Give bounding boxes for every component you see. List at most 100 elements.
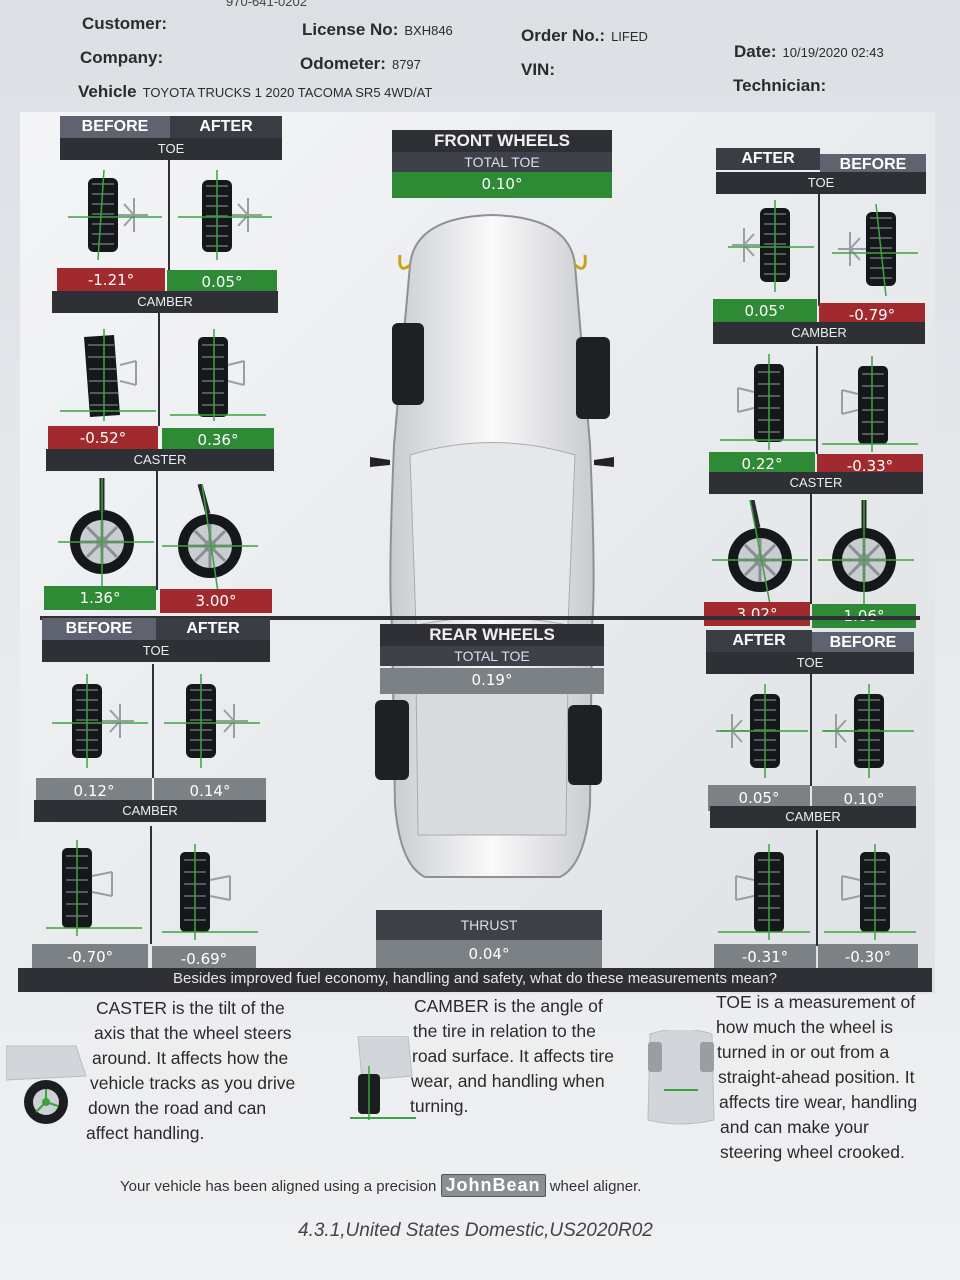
toe-line: turned in or out from a — [717, 1042, 890, 1062]
technician-label: Technician: — [733, 76, 827, 95]
divider — [150, 826, 152, 944]
camber-line: road surface. It affects tire — [412, 1046, 614, 1066]
tire-icon — [170, 329, 266, 421]
camber-diagram-icon — [350, 1036, 416, 1120]
caster-diagram-icon — [6, 1045, 87, 1124]
divider — [810, 674, 812, 786]
front-total-toe-value: 0.10° — [392, 172, 612, 198]
rear-wheels-title: REAR WHEELS — [380, 624, 604, 646]
vehicle-field: Vehicle TOYOTA TRUCKS 1 2020 TACOMA SR5 4… — [78, 82, 432, 102]
rear-total-toe-value: 0.19° — [380, 668, 604, 694]
tire-icon — [824, 844, 916, 940]
front-wheels-title: FRONT WHEELS — [392, 130, 612, 152]
front-left-camber-before: -0.52° — [48, 426, 158, 450]
front-left-caster-label: CASTER — [46, 449, 274, 471]
caster-line: CASTER is the tilt of the — [96, 998, 285, 1018]
thrust-value: 0.04° — [376, 940, 602, 968]
front-left-after-header: AFTER — [170, 116, 282, 138]
front-left-toe-label: TOE — [60, 138, 282, 160]
camber-line: wear, and handling when — [411, 1071, 605, 1091]
odometer-value: 8797 — [391, 57, 421, 72]
license-value: BXH846 — [404, 23, 453, 38]
front-right-toe-after: 0.05° — [713, 299, 817, 323]
camber-line: turning. — [410, 1096, 469, 1116]
company-label: Company: — [80, 48, 164, 67]
front-right-camber-label: CAMBER — [713, 322, 925, 344]
divider — [816, 346, 818, 454]
divider — [810, 494, 812, 604]
rear-left-toe-before: 0.12° — [36, 778, 152, 804]
tire-icon — [716, 684, 808, 778]
front-total-toe-label: TOTAL TOE — [392, 152, 612, 172]
divider — [168, 160, 170, 270]
toe-diagram-icon — [647, 1030, 715, 1125]
tire-icon — [720, 354, 816, 450]
front-left-caster-after: 3.00° — [160, 589, 272, 613]
front-right-before-header: BEFORE — [820, 154, 926, 176]
front-left-before-header: BEFORE — [60, 116, 170, 138]
front-right-caster-label: CASTER — [709, 472, 923, 494]
rear-right-before-header: BEFORE — [812, 632, 914, 654]
rear-left-camber-after: -0.69° — [152, 946, 256, 972]
divider — [816, 830, 818, 946]
caster-line: down the road and can — [88, 1098, 267, 1118]
tire-icon — [164, 674, 260, 768]
order-value: LIFED — [611, 29, 648, 44]
aligner-prefix: Your vehicle has been aligned using a pr… — [120, 1178, 437, 1195]
camber-line: the tire in relation to the — [413, 1021, 596, 1041]
caster-explanation: CASTER is the tilt of the axis that the … — [86, 996, 356, 1146]
software-version: 4.3.1,United States Domestic,US2020R02 — [298, 1220, 653, 1241]
front-right-toe-label: TOE — [716, 172, 926, 194]
date-field: Date: 10/19/2020 02:43 — [734, 42, 884, 62]
tire-icon — [728, 200, 814, 292]
shop-phone: 970-641-0202 — [226, 0, 307, 9]
rear-left-camber-before: -0.70° — [32, 944, 148, 970]
thrust-label: THRUST — [376, 910, 602, 940]
front-left-camber-after: 0.36° — [162, 428, 274, 452]
toe-line: straight-ahead position. It — [718, 1067, 915, 1087]
front-left-caster-before: 1.36° — [44, 586, 156, 610]
vehicle-value: TOYOTA TRUCKS 1 2020 TACOMA SR5 4WD/AT — [142, 85, 433, 100]
date-label: Date: — [734, 42, 777, 61]
wheel-rim-icon — [162, 484, 258, 592]
tire-icon — [46, 840, 142, 936]
aligner-suffix: wheel aligner. — [549, 1178, 642, 1195]
order-field: Order No.: LIFED — [521, 26, 648, 46]
caster-line: around. It affects how the — [92, 1048, 289, 1068]
tire-icon — [68, 170, 162, 260]
date-value: 10/19/2020 02:43 — [782, 45, 884, 60]
odometer-field: Odometer:8797 — [300, 54, 421, 74]
vehicle-top-view-icon — [370, 213, 614, 878]
tire-icon — [162, 844, 258, 940]
front-right-caster-after: 3.02° — [704, 602, 810, 626]
wheel-rim-icon — [58, 478, 154, 586]
license-label: License No: — [302, 20, 399, 39]
tire-icon — [718, 844, 810, 940]
tire-icon — [822, 684, 914, 778]
tire-icon — [52, 674, 148, 768]
front-left-toe-before: -1.21° — [57, 268, 165, 292]
toe-line: and can make your — [720, 1117, 869, 1137]
vin-label: VIN: — [521, 60, 555, 79]
vehicle-label: Vehicle — [78, 82, 137, 101]
divider — [158, 312, 160, 426]
rear-right-toe-label: TOE — [706, 652, 914, 674]
caster-line: vehicle tracks as you drive — [90, 1073, 296, 1093]
tire-icon — [178, 170, 272, 260]
rear-section-divider — [40, 616, 920, 620]
divider — [156, 470, 158, 590]
tire-icon — [832, 204, 918, 296]
toe-explanation: TOE is a measurement of how much the whe… — [714, 990, 944, 1165]
rear-left-after-header: AFTER — [156, 618, 270, 640]
camber-line: CAMBER is the angle of — [414, 996, 603, 1016]
divider — [818, 194, 820, 306]
order-label: Order No.: — [521, 26, 606, 45]
rear-right-after-header: AFTER — [706, 630, 812, 652]
rear-left-toe-label: TOE — [42, 640, 270, 662]
camber-explanation: CAMBER is the angle of the tire in relat… — [410, 994, 660, 1119]
toe-line: affects tire wear, handling — [719, 1092, 918, 1112]
front-left-camber-label: CAMBER — [52, 291, 278, 313]
tire-icon — [822, 356, 918, 452]
front-left-toe-after: 0.05° — [167, 270, 277, 294]
caster-line: axis that the wheel steers — [94, 1023, 292, 1043]
